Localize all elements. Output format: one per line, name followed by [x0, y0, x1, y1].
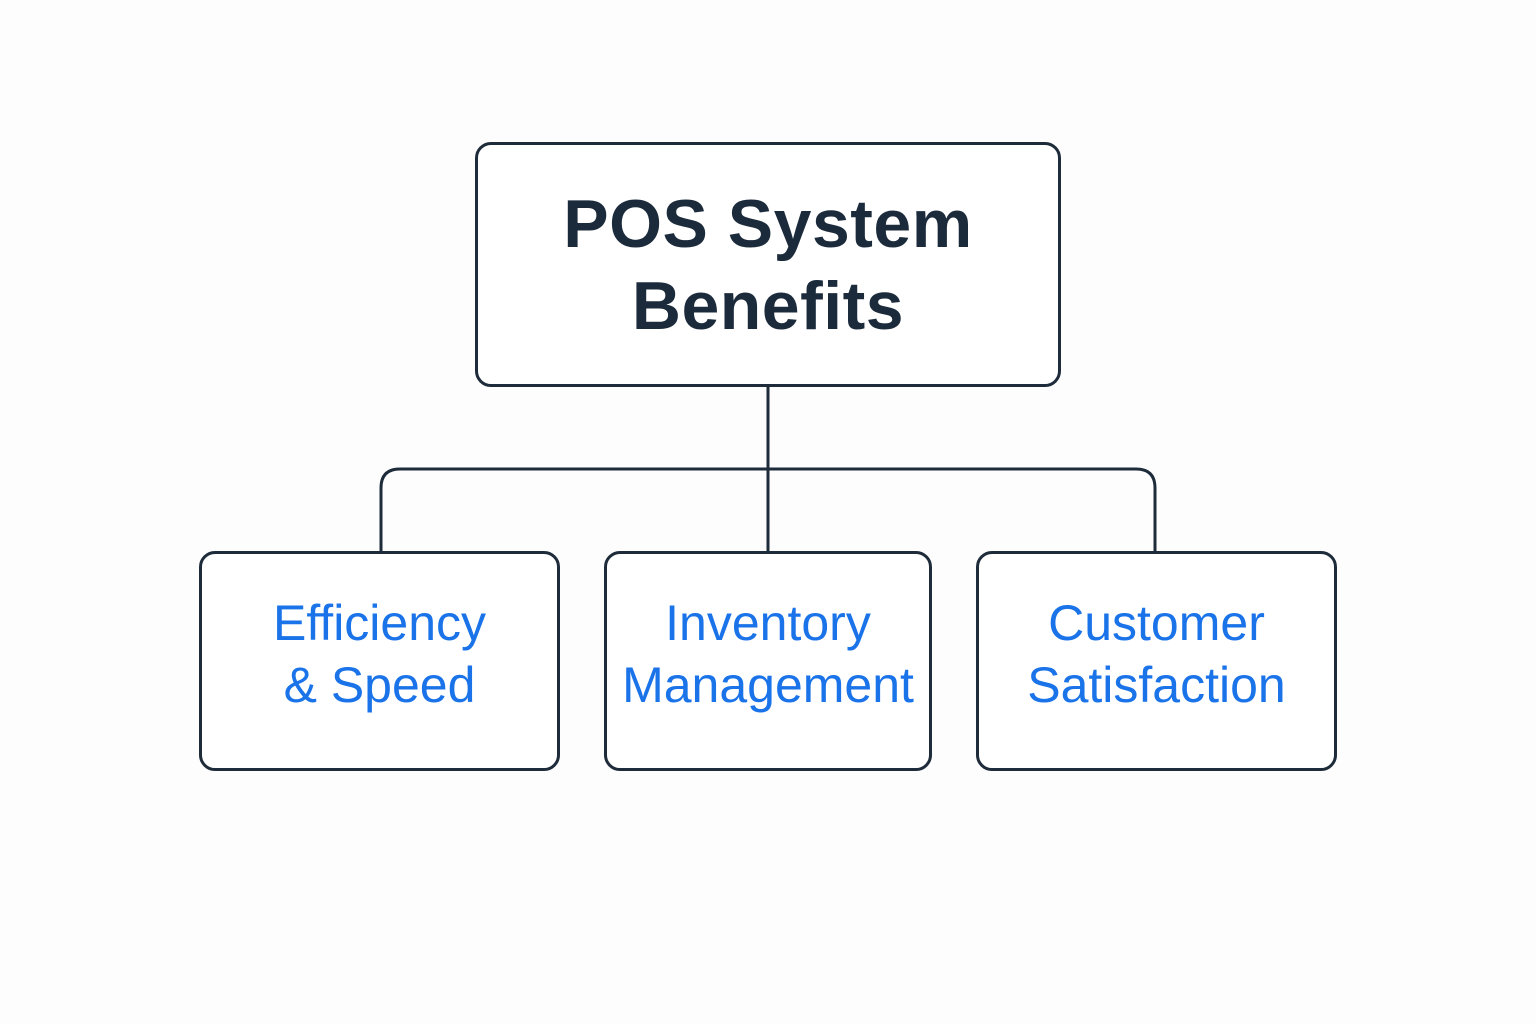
child-node-label: Efficiency & Speed — [272, 595, 487, 713]
root-node-label: POS System Benefits — [563, 185, 973, 344]
child-node-customer: Customer Satisfaction — [976, 551, 1337, 771]
child-node-efficiency: Efficiency & Speed — [199, 551, 560, 771]
branch-connector — [379, 467, 1157, 551]
child-node-label: Inventory Management — [622, 595, 914, 713]
root-node: POS System Benefits — [475, 142, 1061, 387]
child-node-inventory: Inventory Management — [604, 551, 932, 771]
child-node-label: Customer Satisfaction — [1027, 595, 1286, 713]
